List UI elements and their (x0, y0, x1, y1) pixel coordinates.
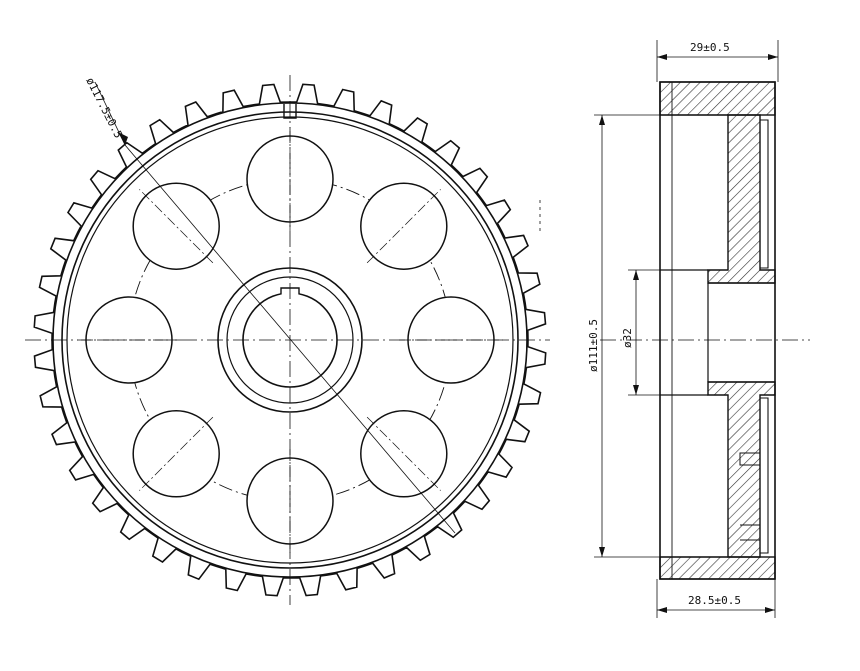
outer-diameter-label: ø117.5±0.5 (83, 75, 125, 140)
web-lower-hatch (707, 381, 776, 558)
top-width-label: 29±0.5 (690, 41, 730, 54)
bore-diameter-label: ø32 (621, 328, 634, 348)
right-pocket-lower (760, 397, 769, 554)
rim-top-hatch (659, 81, 776, 116)
hub-diameter-label: ø111±0.5 (587, 319, 600, 372)
web-upper-hatch (707, 114, 776, 284)
rim-bottom-hatch (659, 556, 776, 580)
hole-centerline (366, 416, 441, 491)
hole-centerline (139, 189, 214, 264)
outer-diameter-arrow (118, 132, 128, 145)
bore-dim-arrow-bottom (633, 385, 639, 395)
outer-diameter-dim-line (124, 144, 456, 534)
right-pocket-upper (760, 119, 769, 269)
lower-slot-detail (739, 452, 761, 466)
hole-centerline (139, 416, 214, 491)
hub-dim-arrow-bottom (599, 547, 605, 557)
top-dim-arrow-right (768, 54, 778, 60)
hole-centerline (366, 189, 441, 264)
hub-dim-arrow-top (599, 115, 605, 125)
bottom-dim-arrow-right (765, 607, 775, 613)
front-view: ø117.5±0.5 (25, 75, 550, 605)
top-dim-arrow-left (657, 54, 667, 60)
side-section-view: 29±0.5 28.5±0.5 ø111±0.5 ø32 (587, 40, 810, 618)
bottom-width-label: 28.5±0.5 (688, 594, 741, 607)
bottom-dim-arrow-left (657, 607, 667, 613)
bore-dim-arrow-top (633, 270, 639, 280)
rim-keyway-notch (283, 104, 297, 119)
